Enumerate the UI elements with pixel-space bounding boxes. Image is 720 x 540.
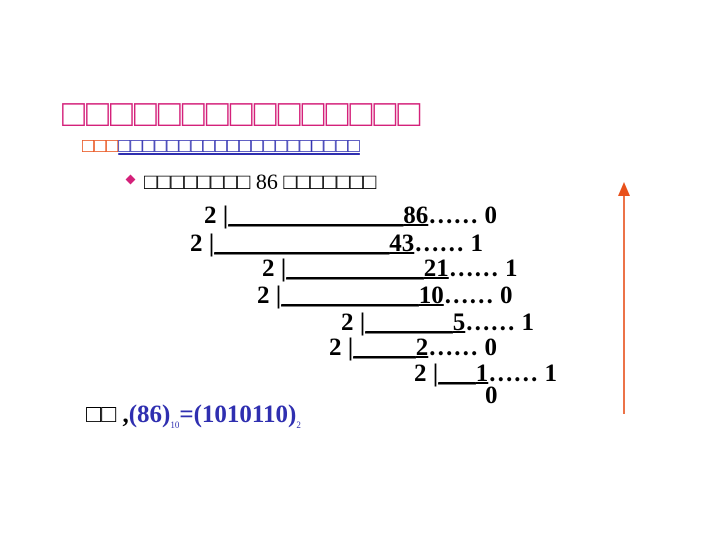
division-row: 2 |_______5…… 1	[341, 309, 534, 337]
conclusion-line: □□ ,(86)10=(1010110)2	[86, 400, 301, 440]
division-gap: _______	[365, 309, 453, 336]
divisor: 2 |	[262, 255, 287, 282]
conclusion-equals: =	[179, 401, 194, 428]
read-direction-arrow-icon	[618, 182, 630, 414]
example-bullet-text: □□□□□□□□ 86 □□□□□□□	[144, 168, 376, 196]
subtitle-lead: □□□	[82, 135, 119, 157]
conclusion-rhs: (1010110)	[193, 401, 297, 428]
divisor: 2 |	[414, 360, 439, 387]
divisor: 2 |	[257, 282, 282, 309]
conclusion-lhs: (86)	[128, 401, 171, 428]
bullet-number: 86	[255, 169, 278, 194]
remainder: …… 0	[443, 282, 513, 309]
division-row: 2 |_____2…… 0	[329, 334, 497, 362]
remainder: …… 0	[428, 202, 498, 229]
division-line: ___________10	[281, 282, 444, 309]
quotient: 43	[389, 230, 415, 257]
method-subtitle: □□□□□□□□□□□□□□□□□□□□□□□	[82, 132, 360, 160]
division-line: _______5	[365, 309, 465, 336]
division-gap: ___	[438, 360, 476, 387]
quotient: 86	[403, 202, 429, 229]
arrow-head	[618, 182, 630, 196]
conclusion-lhs-base: 10	[170, 420, 180, 430]
division-gap: ___________	[281, 282, 419, 309]
remainder: …… 1	[448, 255, 518, 282]
division-row: 2 |______________43…… 1	[190, 230, 483, 258]
division-gap: _____	[353, 334, 416, 361]
division-row: 2 |___________10…… 0	[257, 282, 513, 310]
quotient: 2	[415, 334, 429, 361]
division-gap: ______________	[228, 202, 404, 229]
remainder: …… 1	[465, 309, 535, 336]
remainder: …… 1	[488, 360, 558, 387]
quotient: 1	[475, 360, 489, 387]
bullet-text-post: □□□□□□□	[283, 169, 377, 194]
division-line: ___1	[438, 360, 488, 387]
divisor: 2 |	[190, 230, 215, 257]
division-line: ______________43	[214, 230, 414, 257]
divisor: 2 |	[341, 309, 366, 336]
conclusion-rhs-base: 2	[296, 420, 301, 430]
conclusion-comma: ,	[116, 401, 129, 428]
remainder: …… 0	[428, 334, 498, 361]
conclusion-prefix: □□	[86, 401, 117, 428]
final-quotient: 0	[485, 382, 498, 409]
division-line: ___________21	[286, 255, 449, 282]
bullet-text-pre: □□□□□□□□	[144, 169, 251, 194]
division-row: 2 |___1…… 1	[414, 360, 557, 388]
division-gap: ___________	[286, 255, 424, 282]
subtitle-body: □□□□□□□□□□□□□□□□□□□□	[118, 135, 360, 157]
remainder: …… 1	[414, 230, 484, 257]
quotient: 5	[452, 309, 466, 336]
division-gap: ______________	[214, 230, 390, 257]
divisor: 2 |	[329, 334, 354, 361]
division-row: 2 |______________86…… 0	[204, 202, 497, 230]
division-line: ______________86	[228, 202, 428, 229]
divisor: 2 |	[204, 202, 229, 229]
quotient: 10	[418, 282, 444, 309]
division-line: _____2	[353, 334, 428, 361]
quotient: 21	[423, 255, 449, 282]
division-row: 2 |___________21…… 1	[262, 255, 518, 283]
slide-title: □□□□□□□□□□□□□□□	[62, 93, 422, 135]
bullet-diamond-icon	[125, 174, 136, 185]
